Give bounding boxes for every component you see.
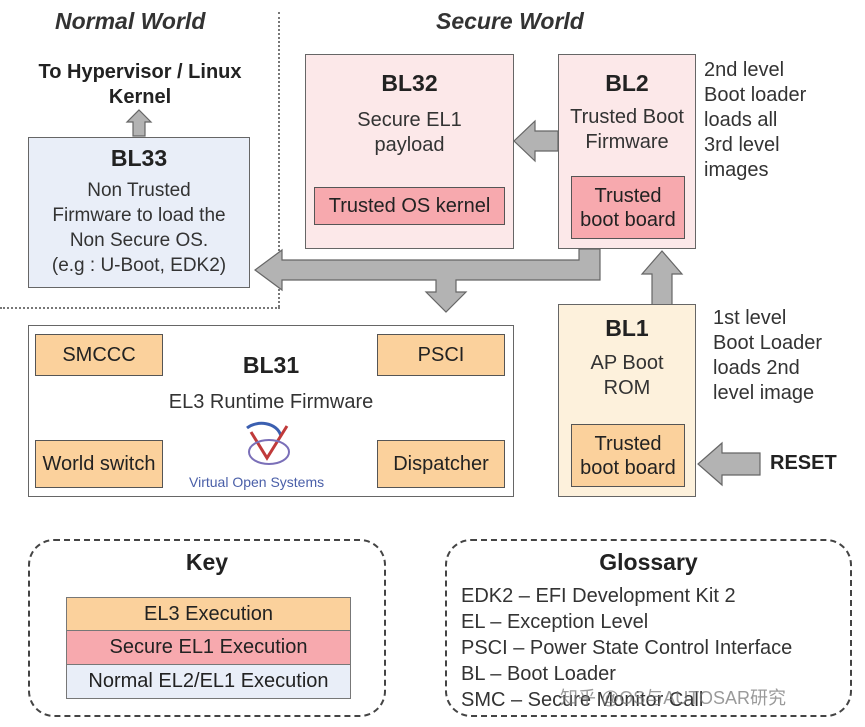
bl1-note: 1st level Boot Loader loads 2nd level im… (713, 306, 822, 406)
bl31-subtitle: EL3 Runtime Firmware (168, 391, 374, 413)
hypervisor-note: To Hypervisor / Linux Kernel (10, 60, 270, 110)
arrow-bl33-up (125, 109, 153, 137)
key-row-el3: EL3 Execution (66, 597, 351, 631)
bl2-box: BL2 Trusted Boot Firmware Trusted boot b… (558, 54, 696, 249)
bl2-trusted-boot-board: Trusted boot board (571, 176, 685, 239)
bl1-box: BL1 AP Boot ROM Trusted boot board (558, 304, 696, 497)
bl2-note-line5: images (704, 159, 769, 181)
bl32-title: BL32 (381, 70, 438, 96)
key-row-normal: Normal EL2/EL1 Execution (66, 664, 351, 699)
bl2-desc-line1: Trusted Boot (570, 106, 684, 128)
bl1-trusted-boot-board: Trusted boot board (571, 424, 685, 487)
bl2-note-line3: loads all (704, 109, 778, 131)
bl1-note-line4: level image (713, 382, 815, 404)
arrow-bl2-to-bl33-bl31 (253, 248, 601, 313)
bl32-desc: Secure EL1 payload (306, 108, 513, 158)
glossary-item: EL – Exception Level (461, 611, 649, 633)
key-panel: Key EL3 Execution Secure EL1 Execution N… (28, 539, 386, 717)
psci-box: PSCI (377, 334, 505, 376)
world-switch-box: World switch (35, 440, 163, 488)
bl2-desc-line2: Firmware (585, 131, 669, 153)
glossary-item: PSCI – Power State Control Interface (461, 637, 793, 659)
bl31-box: BL31 EL3 Runtime Firmware SMCCC PSCI Wor… (28, 325, 514, 497)
arrow-bl2-to-bl32 (513, 119, 559, 163)
bl1-tbb-line2: boot board (580, 456, 676, 479)
key-row-secure-el1: Secure EL1 Execution (66, 630, 351, 665)
key-title: Key (185, 549, 229, 575)
bl33-box: BL33 Non Trusted Firmware to load the No… (28, 137, 250, 288)
bl33-desc-line2: Firmware to load the (52, 205, 226, 226)
smccc-box: SMCCC (35, 334, 163, 376)
bl33-title: BL33 (110, 145, 168, 171)
trusted-os-kernel: Trusted OS kernel (314, 187, 505, 225)
bl1-tbb-line1: Trusted (594, 432, 662, 455)
bl2-note-line2: Boot loader (704, 84, 807, 106)
bl2-tbb-line1: Trusted (594, 184, 662, 207)
glossary-panel: Glossary EDK2 – EFI Development Kit 2 EL… (445, 539, 852, 717)
bl1-desc-line1: AP Boot (590, 352, 664, 374)
reset-label: RESET (770, 452, 837, 474)
virtual-open-systems-logo-icon (246, 421, 290, 465)
world-divider-vertical (278, 12, 280, 307)
bl33-desc: Non Trusted Firmware to load the Non Sec… (29, 178, 249, 278)
bl33-desc-line3: Non Secure OS. (69, 230, 209, 251)
bl2-title: BL2 (605, 70, 649, 96)
hypervisor-note-line2: Kernel (108, 86, 172, 108)
bl1-note-line3: loads 2nd (713, 357, 800, 379)
dispatcher-box: Dispatcher (377, 440, 505, 488)
arrow-bl1-to-bl2 (640, 250, 684, 306)
glossary-title: Glossary (599, 549, 698, 575)
bl1-title: BL1 (605, 315, 649, 341)
bl1-note-line2: Boot Loader (713, 332, 822, 354)
normal-world-title: Normal World (55, 8, 206, 34)
logo-text: Virtual Open Systems (189, 474, 325, 490)
glossary-item: BL – Boot Loader (461, 663, 616, 685)
glossary-item: EDK2 – EFI Development Kit 2 (461, 585, 736, 607)
arrow-reset (697, 441, 761, 487)
secure-world-title: Secure World (436, 8, 584, 34)
bl2-note: 2nd level Boot loader loads all 3rd leve… (704, 58, 806, 183)
bl33-desc-line4: (e.g : U-Boot, EDK2) (51, 255, 227, 276)
bl1-desc-line2: ROM (603, 377, 651, 399)
bl2-desc: Trusted Boot Firmware (559, 105, 695, 155)
glossary-item: SMC – Secure Monitor Call (461, 689, 704, 711)
watermark: 知乎 @OS与AUTOSAR研究 (560, 688, 786, 708)
bl1-desc: AP Boot ROM (559, 351, 695, 401)
bl32-desc-line1: Secure EL1 (357, 109, 462, 131)
bl2-tbb-line2: boot board (580, 208, 676, 231)
bl31-title: BL31 (242, 352, 300, 378)
bl33-desc-line1: Non Trusted (87, 180, 191, 201)
bl2-note-line1: 2nd level (704, 59, 785, 81)
bl32-desc-line2: payload (374, 134, 445, 156)
bl32-box: BL32 Secure EL1 payload Trusted OS kerne… (305, 54, 514, 249)
hypervisor-note-line1: To Hypervisor / Linux (38, 61, 242, 83)
bl1-note-line1: 1st level (713, 307, 787, 329)
bl2-note-line4: 3rd level (704, 134, 780, 156)
world-divider-horizontal (0, 307, 280, 309)
